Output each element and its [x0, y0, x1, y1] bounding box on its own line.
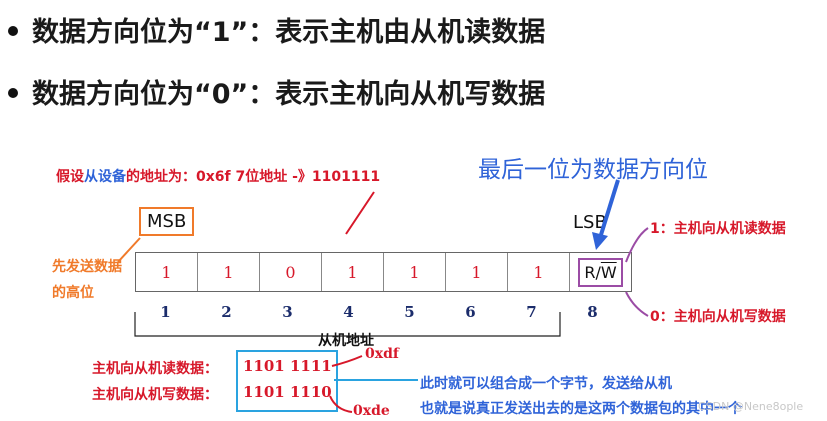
rw-read-text: R/ — [584, 262, 601, 282]
register-bit: 1 — [446, 253, 508, 291]
write-hex-connector — [329, 395, 353, 413]
bullet-dot — [8, 87, 18, 98]
msb-label: MSB — [139, 207, 195, 236]
explain-line2: 也就是说真正发送出去的是这两个数据包的其中一个 — [420, 401, 742, 417]
rw-write-text: W — [600, 262, 617, 282]
bit-index: 6 — [465, 303, 476, 321]
bullet-write: 数据方向位为“0”：表示主机向从机写数据 — [8, 72, 545, 111]
bit-index: 1 — [160, 303, 171, 321]
write-byte-hex: 0xde — [353, 403, 390, 419]
explain-line1: 此时就可以组合成一个字节，发送给从机 — [420, 376, 672, 392]
write-byte-bits: 1101 1110 — [243, 383, 332, 401]
read-hex-connector — [331, 355, 363, 367]
first-send-note-line2: 的高位 — [52, 285, 94, 301]
msb-pointer-line — [117, 237, 141, 263]
slave-address-bracket — [134, 312, 561, 337]
read-byte-hex: 0xdf — [365, 346, 399, 362]
slave-device-text: 从设备 — [84, 169, 126, 185]
slave-address-label: 从机地址 — [318, 333, 374, 349]
direction-arrow-shaft — [598, 179, 620, 239]
address-pointer-line — [345, 191, 375, 235]
bit-index: 7 — [526, 303, 537, 321]
address-line: 假设从设备的地址为：0x6f 7位地址 -》1101111 — [56, 166, 380, 186]
write-note-connector — [625, 291, 649, 317]
address-prefix: 假设 — [56, 169, 84, 185]
bullet-dot — [8, 25, 18, 36]
bit-index: 5 — [404, 303, 415, 321]
bit-index: 2 — [221, 303, 232, 321]
first-send-note-line1: 先发送数据 — [52, 259, 122, 275]
read-row-label: 主机向从机读数据： — [92, 361, 218, 377]
register-bit: 1 — [198, 253, 260, 291]
bit-index-row: 1 2 3 4 5 6 7 8 — [135, 303, 623, 321]
direction-bit-title: 最后一位为数据方向位 — [478, 157, 708, 183]
register-bit: 1 — [508, 253, 570, 291]
bullet-write-text: 数据方向位为“0”：表示主机向从机写数据 — [32, 79, 546, 110]
first-send-note: 先发送数据 的高位 — [52, 254, 122, 306]
bit-index: 8 — [587, 303, 598, 321]
lsb-label: LSB — [573, 212, 607, 233]
read-direction-note: 1：主机向从机读数据 — [650, 221, 786, 237]
watermark: CSDN @Nene8ople — [698, 400, 804, 413]
rw-bit-box: R/W — [578, 257, 623, 287]
bit-index: 3 — [282, 303, 293, 321]
register-bit: 1 — [322, 253, 384, 291]
read-note-connector — [625, 227, 649, 263]
write-row-label: 主机向从机写数据： — [92, 387, 218, 403]
bullet-read: 数据方向位为“1”：表示主机由从机读数据 — [8, 10, 545, 49]
register-bit: 1 — [384, 253, 446, 291]
direction-arrow-head — [592, 232, 608, 250]
bit-index: 4 — [343, 303, 354, 321]
register-bit: 1 — [136, 253, 198, 291]
register-bit: 0 — [260, 253, 322, 291]
write-direction-note: 0：主机向从机写数据 — [650, 309, 786, 325]
address-register: 1 1 0 1 1 1 1 R/W — [135, 252, 632, 292]
rw-bit-cell: R/W — [570, 253, 631, 291]
read-byte-bits: 1101 1111 — [243, 357, 332, 375]
address-value: 的地址为：0x6f 7位地址 -》1101111 — [126, 169, 381, 185]
bullet-read-text: 数据方向位为“1”：表示主机由从机读数据 — [32, 17, 546, 48]
